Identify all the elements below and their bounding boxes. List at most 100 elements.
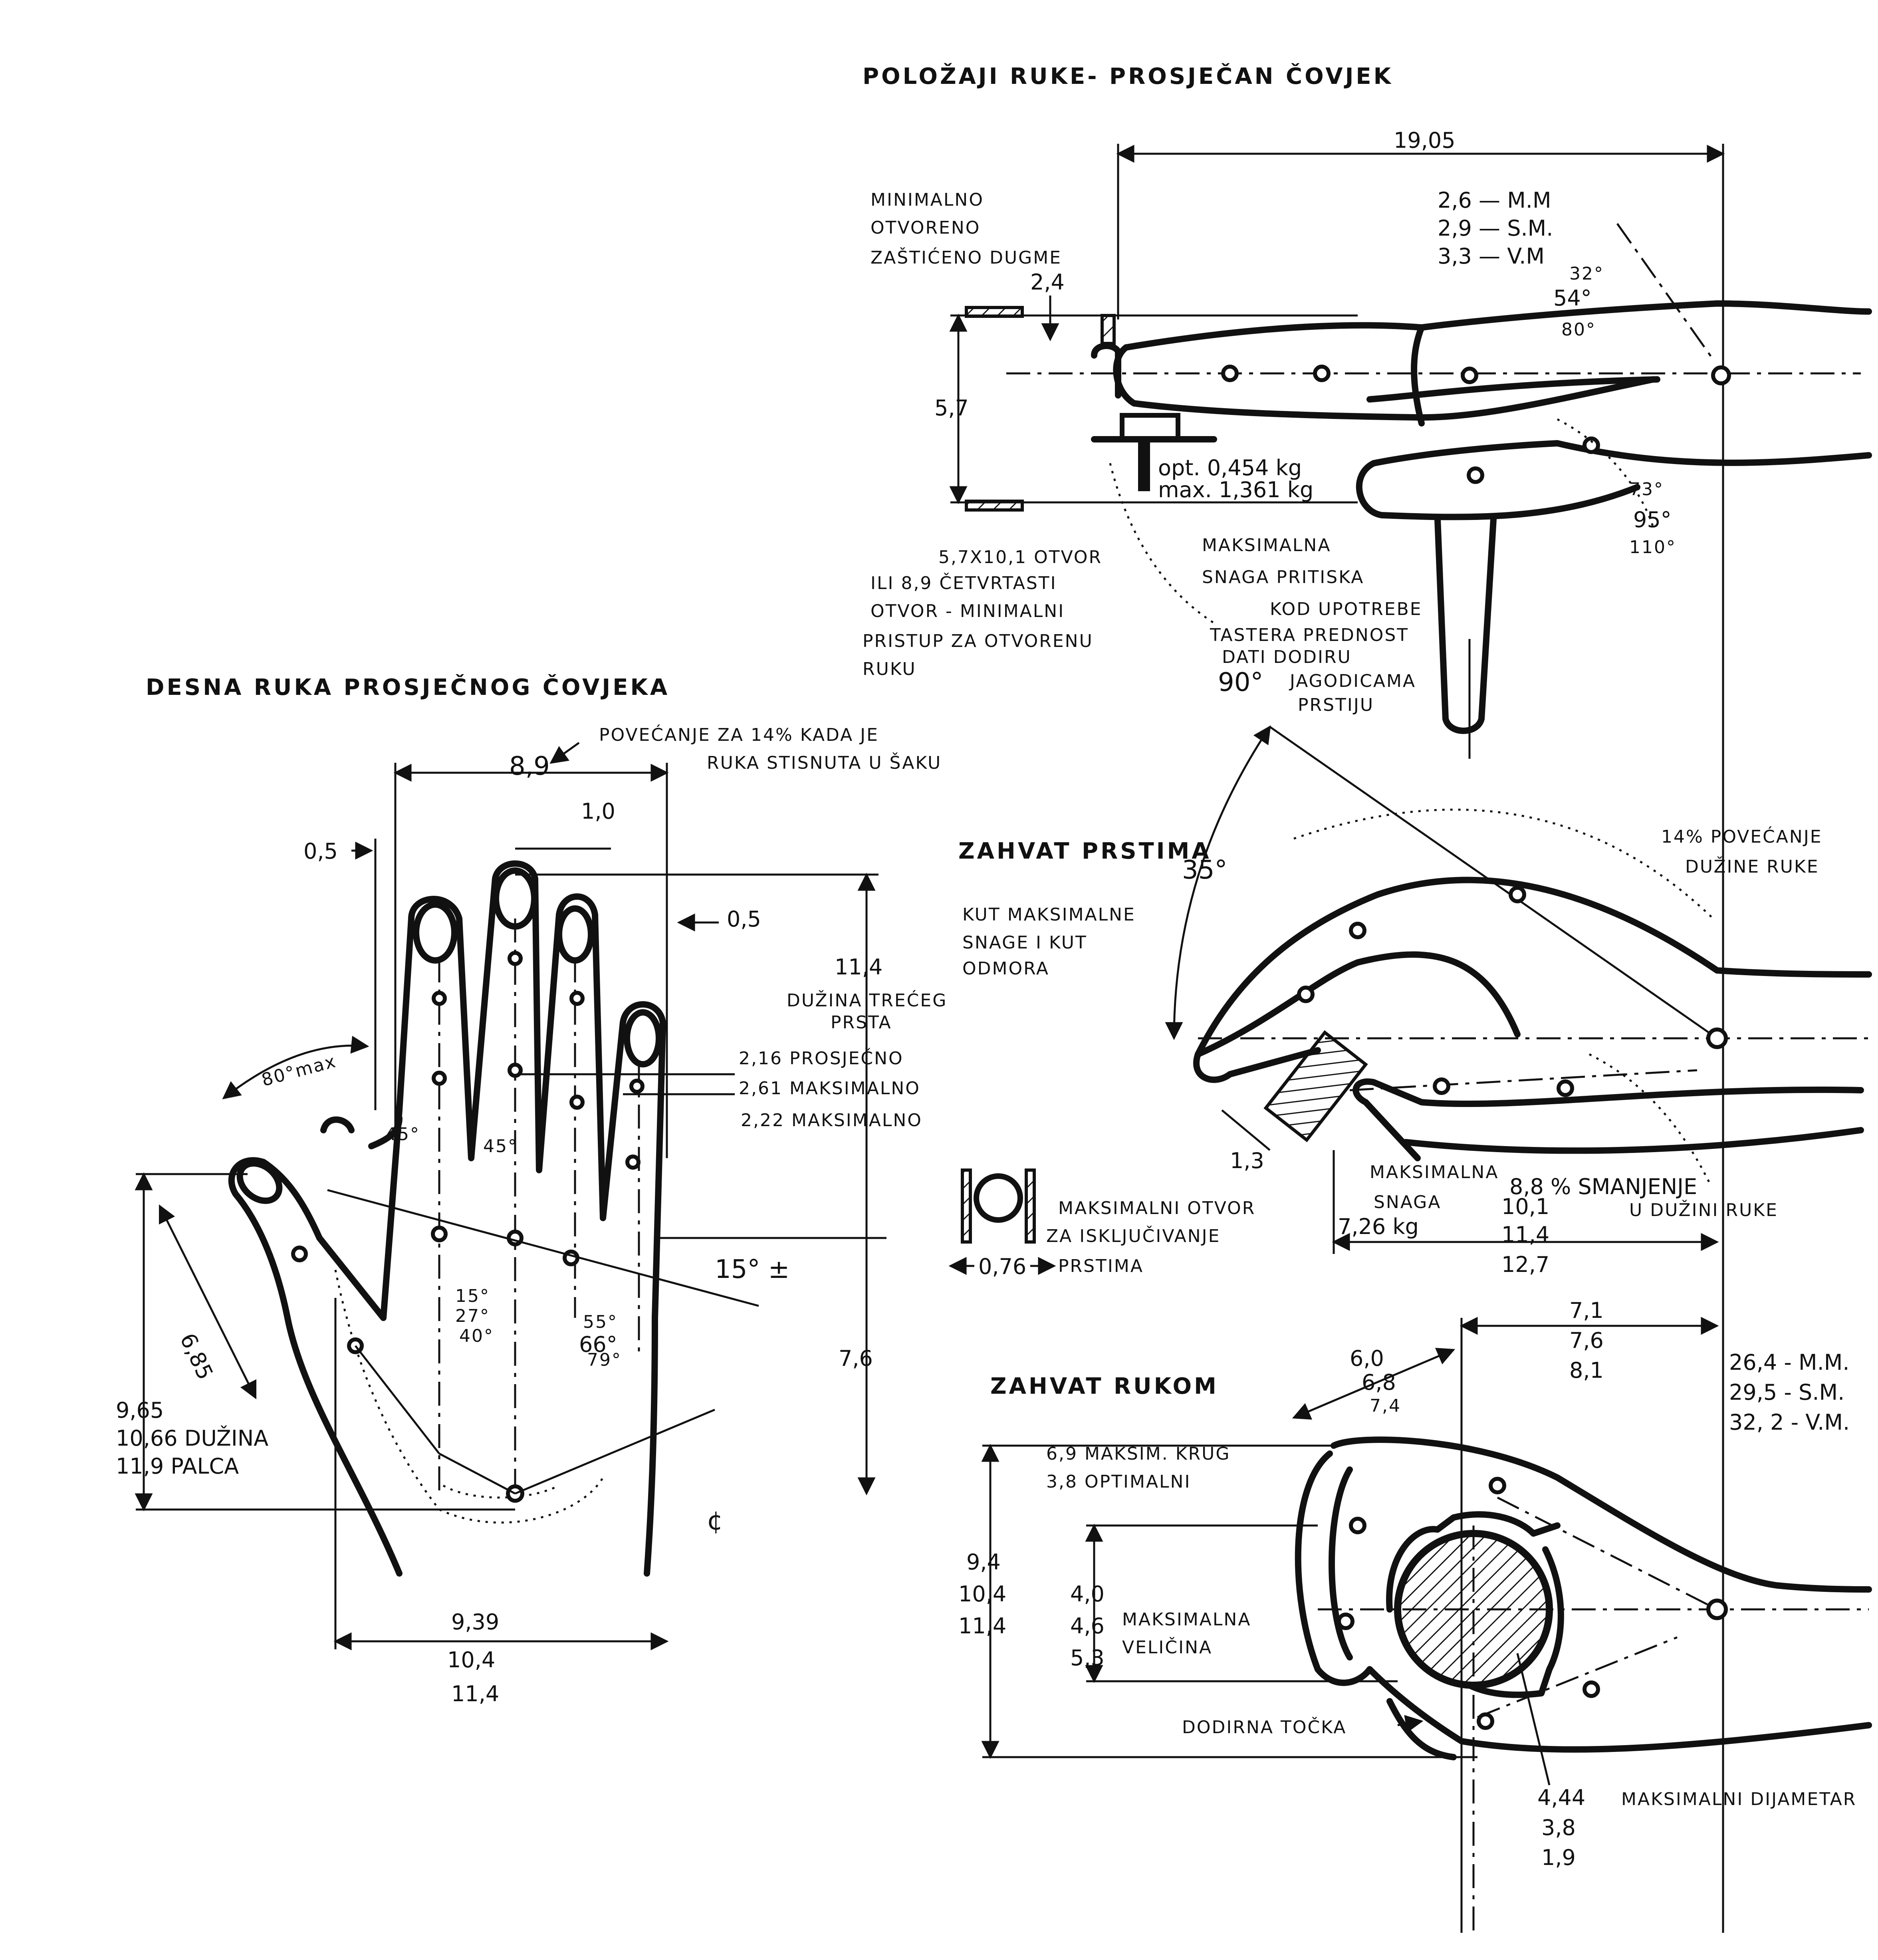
grip-joint-4 (1706, 1599, 1728, 1620)
height-value: 5,7 (934, 395, 969, 421)
centerline-symbol: ¢ (707, 1506, 723, 1536)
pinch-joint-5 (1433, 1077, 1450, 1095)
thumb-length-3: 11,9 PALCA (116, 1454, 239, 1479)
swing-arc (1557, 418, 1654, 528)
circle-note-2: 3,8 OPTIMALNI (1046, 1472, 1191, 1492)
max-size-3: 5,3 (1070, 1645, 1105, 1670)
grip-hand-bottom (1366, 1666, 1872, 1753)
joint-3 (1461, 367, 1478, 384)
circle-note-1: 6,9 MAKSIM. KRUG (1046, 1444, 1230, 1464)
reach-diag-3: 7,4 (1370, 1396, 1401, 1416)
grip-section: ZAHVAT RUKOM 7,1 7,6 8,1 6,0 6,8 7,4 26,… (958, 1298, 1872, 1933)
finger-hole (974, 1173, 1023, 1223)
push-button (1120, 413, 1180, 442)
press-knuckle (1411, 324, 1425, 427)
button-stem (1138, 439, 1150, 491)
grip-thumb (1386, 1698, 1457, 1760)
diameter-note: MAKSIMALNI DIJAMETAR (1621, 1789, 1856, 1809)
angle-left-3: 40° (459, 1326, 494, 1346)
opening-line1: 5,7X10,1 OTVOR (938, 547, 1102, 567)
reach-top-2: 7,6 (1569, 1328, 1604, 1353)
reach-top-1: 7,1 (1569, 1298, 1604, 1323)
press-title: POLOŽAJI RUKE- PROSJEČAN ČOVJEK (863, 63, 1393, 89)
spread-angle-2: 45° (483, 1136, 518, 1157)
palm-width-1: 9,39 (451, 1609, 499, 1635)
nail-thumb (236, 1160, 283, 1204)
angle-upper-3: 80° (1561, 319, 1596, 340)
thumb-axis-pinch (1349, 1069, 1698, 1091)
ring-joint-2 (569, 1095, 585, 1110)
increase-1: 14% POVEĆANJE (1661, 826, 1822, 847)
pinch-thumb-tip (1352, 1078, 1425, 1105)
thumb-angle: 80°max (260, 1051, 339, 1091)
angle-lower-3: 110° (1629, 537, 1676, 557)
reach-top-3: 8,1 (1569, 1358, 1604, 1383)
angle-right-2: 66° (579, 1332, 617, 1357)
grip-joint-5 (1583, 1680, 1600, 1698)
nail-little (624, 1009, 662, 1067)
hand-size-sm: 29,5 - S.M. (1729, 1380, 1844, 1405)
angle-upper-2: 54° (1553, 286, 1592, 311)
third-finger-line2: DUŽINA TREĆEG (787, 990, 947, 1011)
wall-bottom-hatch (965, 500, 1024, 512)
joint-5 (1467, 466, 1484, 484)
min-open-line1: MINIMALNO (871, 190, 984, 210)
increase-arc (1293, 808, 1714, 919)
buttons-line5: PRSTIJU (1298, 695, 1374, 715)
pinch-joint-1 (1509, 886, 1526, 903)
max-size-2: 4,6 (1070, 1613, 1105, 1639)
thickness-leader (1221, 1109, 1271, 1151)
joint-2 (1313, 365, 1331, 382)
force-max: max. 1,361 kg (1158, 477, 1313, 502)
angle-left-1: 15° (455, 1286, 490, 1306)
angle-note-1: KUT MAKSIMALNE (962, 905, 1136, 925)
pinch-title: ZAHVAT PRSTIMA (958, 838, 1212, 864)
hand-width-value: 8,9 (509, 752, 550, 781)
hole-wall-right (1025, 1168, 1036, 1244)
opening-line5: RUKU (863, 659, 916, 679)
pinch-index-tip (1193, 1047, 1321, 1083)
palm-width-2: 10,4 (447, 1647, 495, 1672)
pressure-line2: SNAGA PRITISKA (1202, 567, 1364, 587)
decrease-2: U DUŽINI RUKE (1629, 1199, 1778, 1220)
angle-left-2: 27° (455, 1306, 490, 1326)
third-finger-length: 11,4 (835, 954, 882, 980)
nail-ring (556, 905, 594, 964)
grip-height-2: 10,4 (958, 1581, 1006, 1607)
knuckle-line (327, 1189, 759, 1307)
grip-height-1: 9,4 (966, 1549, 1001, 1575)
thumb-diag-value: 6,85 (175, 1329, 218, 1384)
little-joint-2 (625, 1155, 641, 1170)
buttons-line3: DATI DODIRU (1222, 647, 1352, 667)
small-gap-value: 0,5 (303, 839, 338, 864)
angle-lower-2: 95° (1633, 507, 1672, 532)
pinch-hand-top (1195, 877, 1872, 1057)
finger-width-avg: 2,16 PROSJEČNO (739, 1047, 904, 1069)
decrease-1: 8,8 % SMANJENJE (1509, 1174, 1697, 1199)
press-finger-down (1434, 516, 1497, 734)
joint-1 (1221, 365, 1239, 382)
contact-arrow (1397, 1715, 1424, 1733)
spread-angle-1: 45° (385, 1124, 420, 1145)
grip-joint-1 (1489, 1477, 1506, 1494)
angle-upper-1: 32° (1569, 264, 1604, 284)
grip-thumb-axis (1477, 1636, 1678, 1718)
ring-finger-stub (320, 1116, 355, 1133)
buttons-line4: JAGODICAMA (1289, 671, 1416, 691)
contact-point: DODIRNA TOČKA (1182, 1716, 1347, 1738)
middle-joint-2 (508, 1063, 523, 1078)
min-open-line3: ZAŠTIĆENO DUGME (871, 247, 1062, 268)
press-finger-overlap (1366, 376, 1660, 403)
reach-arc (1109, 463, 1215, 624)
grip-joint-6 (1477, 1712, 1494, 1730)
grip-fingers-inner (1329, 1466, 1353, 1660)
opening-line3: OTVOR - MINIMALNI (871, 601, 1065, 621)
increase-arrow (549, 742, 580, 764)
diameter-3: 1,9 (1541, 1845, 1576, 1870)
increase-2: DUŽINE RUKE (1685, 856, 1819, 877)
hole-note-2: ZA ISKLJUČIVANJE (1046, 1225, 1220, 1246)
pinch-length-3: 12,7 (1501, 1252, 1549, 1277)
pinch-thumb-nail (1362, 1099, 1421, 1161)
thumb-length-1: 9,65 (116, 1398, 164, 1423)
joint-4 (1711, 365, 1731, 385)
